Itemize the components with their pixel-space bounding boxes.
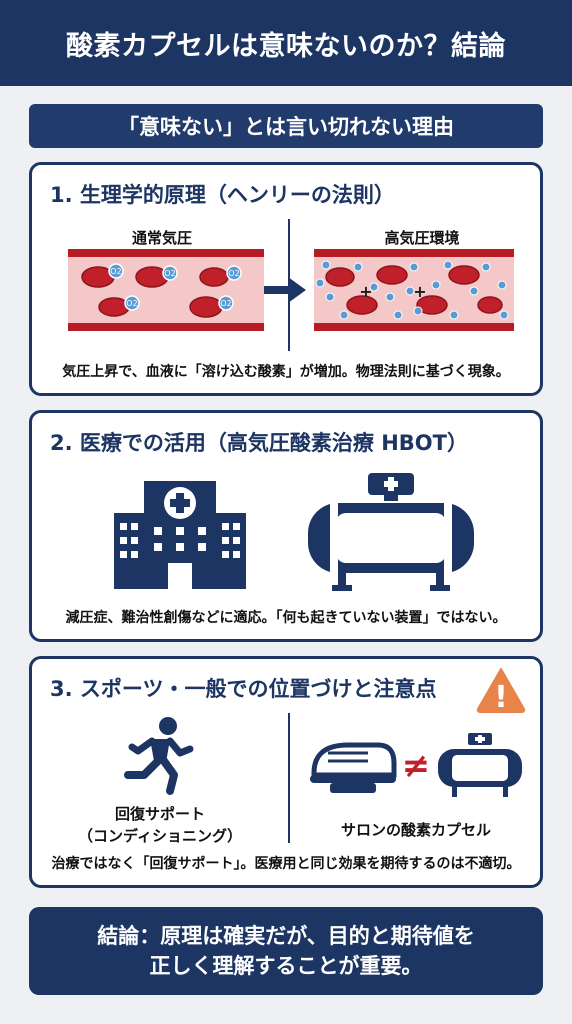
medical-chamber-icon: [438, 733, 522, 797]
reason-banner: 「意味ない」とは言い切れない理由: [29, 104, 543, 148]
plus-sign-2: +: [413, 282, 426, 301]
page-title: 酸素カプセルは意味ないのか？結論: [0, 0, 572, 86]
o2-label: O2: [126, 299, 137, 308]
section-sports-caption: 治療ではなく「回復サポート」。医療用と同じ効果を期待するのは不適切。: [51, 856, 521, 872]
normal-pressure-label: 通常気圧: [131, 229, 192, 247]
plus-sign-1: +: [359, 282, 372, 301]
right-arrow-icon: [264, 277, 306, 303]
warning-icon: !: [476, 668, 526, 715]
svg-text:≠: ≠: [402, 746, 431, 786]
section-medical: 2. 医療での活用（高気圧酸素治療 HBOT）: [29, 410, 543, 642]
section-medical-title: 2. 医療での活用（高気圧酸素治療 HBOT）: [50, 431, 468, 455]
o2-label: O2: [164, 269, 175, 278]
section-physiology-title: 1. 生理学的原理（ヘンリーの法則）: [50, 183, 395, 207]
section-medical-caption: 減圧症、難治性創傷などに適応。「何も起きていない装置」ではない。: [65, 610, 507, 626]
o2-label: O2: [220, 299, 231, 308]
hospital-icon: [114, 481, 246, 589]
high-pressure-label: 高気圧環境: [384, 229, 460, 247]
hyperbaric-chamber-icon: [308, 473, 474, 591]
recovery-support-label: 回復サポート: [114, 805, 205, 823]
high-pressure-vessel: + +: [314, 249, 514, 331]
conditioning-label: （コンディショニング）: [78, 827, 242, 845]
red-blood-cells: [81, 266, 229, 318]
conclusion-line-2: 正しく理解することが重要。: [149, 954, 423, 978]
o2-label: O2: [110, 267, 121, 276]
salon-capsule-label: サロンの酸素カプセル: [340, 821, 491, 839]
section-sports-title: 3. スポーツ・一般での位置づけと注意点: [50, 677, 437, 701]
o2-label: O2: [228, 269, 239, 278]
section-physiology-caption: 気圧上昇で、血液に「溶け込む酸素」が増加。物理法則に基づく現象。: [62, 364, 510, 380]
not-equal-icon: ≠: [402, 746, 431, 786]
section-sports: 3. スポーツ・一般での位置づけと注意点 ! 回復サポート （コンディショニング…: [29, 656, 543, 888]
conclusion-box: 結論：原理は確実だが、目的と期待値を 正しく理解することが重要。: [29, 907, 543, 995]
salon-capsule-icon: [310, 742, 397, 793]
svg-text:!: !: [494, 680, 508, 715]
runner-icon: [124, 717, 194, 795]
conclusion-line-1: 結論：原理は確実だが、目的と期待値を: [97, 923, 475, 948]
section-sports-divider: [288, 713, 290, 843]
